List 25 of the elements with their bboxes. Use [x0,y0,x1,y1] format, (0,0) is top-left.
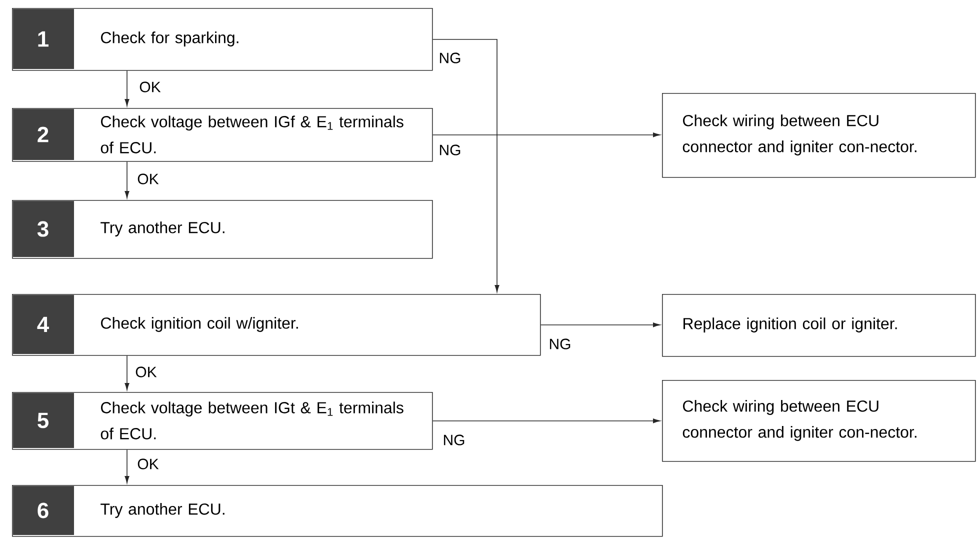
step-box: 5 Check voltage between IGt & E$_{1}$ terminals of ECU. [12,392,433,450]
arrow [124,449,130,484]
edge-label: NG [438,144,462,156]
step-box: 3 Try another ECU. [12,200,433,259]
arrow [124,161,130,198]
edge-label: OK [136,172,160,186]
arrow [124,355,130,390]
step-box: 4 Check ignition coil w/igniter. [12,294,541,356]
action-box: Check wiring between ECU connector and igniter con-nector. [662,380,976,462]
arrow [432,132,660,138]
step-box: 6 Try another ECU. [12,485,663,537]
edge-label: OK [136,458,160,470]
step-box: 1 Check for sparking. [12,8,433,71]
edge-label: NG [548,338,572,350]
arrow [540,322,660,328]
step-box: 2 Check voltage between IGf & E$_{1}$ terminals of ECU. [12,108,433,162]
edge-label: NG [442,434,466,446]
edge-label: OK [134,366,158,378]
arrow [432,418,660,424]
action-box: Replace ignition coil or igniter. [662,294,976,357]
action-box: Check wiring between ECU connector and igniter con-nector. [662,93,976,178]
arrow [124,70,130,106]
arrow [432,39,500,292]
edge-label: OK [138,80,162,94]
edge-label: NG [438,52,462,64]
